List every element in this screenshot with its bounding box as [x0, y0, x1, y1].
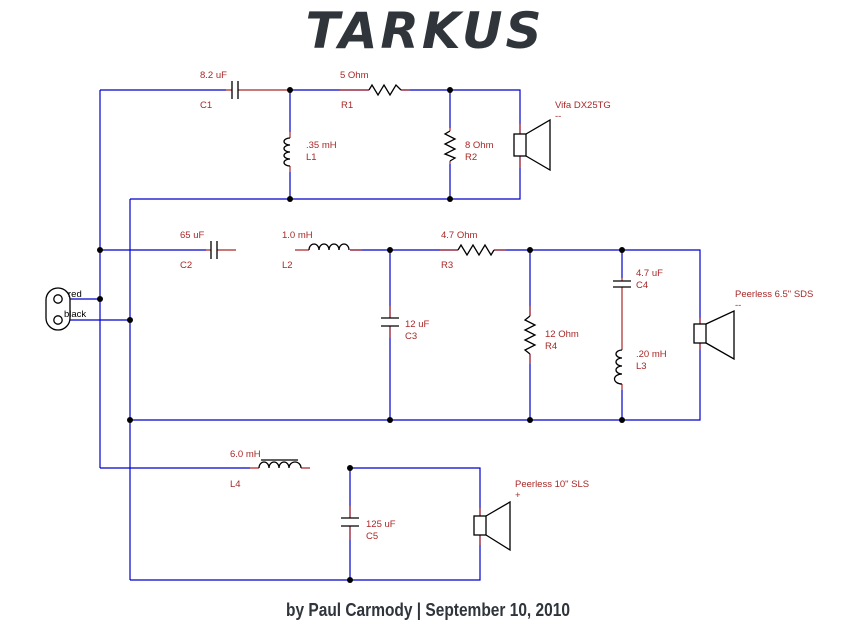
input-terminal-block	[45, 287, 71, 331]
junction	[387, 417, 393, 423]
component-symbols	[45, 81, 735, 552]
c5-symbol	[341, 517, 359, 527]
c3-value: 12 uF	[405, 319, 429, 330]
junction	[347, 577, 353, 583]
wire-tweeter-bottom	[130, 156, 521, 200]
junction	[447, 196, 453, 202]
c4-symbol	[613, 280, 631, 288]
junction	[97, 296, 103, 302]
wire-mid-top-c	[494, 249, 701, 324]
midrange-symbol	[693, 309, 735, 361]
component-leads	[206, 89, 701, 545]
wire-tweeter-top-c	[401, 89, 521, 134]
page-title: TARKUS	[305, 2, 545, 60]
junction	[287, 87, 293, 93]
midrange-name: Peerless 6.5" SDS	[735, 289, 813, 300]
junction	[619, 247, 625, 253]
wires	[70, 89, 701, 581]
woofer-name: Peerless 10" SLS	[515, 479, 589, 490]
l4-symbol	[258, 459, 302, 469]
r2-symbol	[443, 130, 457, 162]
junction	[97, 247, 103, 253]
wire-woofer-top-b	[350, 467, 481, 516]
c3-ref: C3	[405, 331, 417, 342]
author-byline: by Paul Carmody | September 10, 2010	[286, 600, 570, 620]
l1-value: .35 mH	[306, 140, 337, 151]
l4-ref: L4	[230, 479, 241, 490]
r4-value: 12 Ohm	[545, 329, 579, 340]
junction	[287, 196, 293, 202]
l2-ref: L2	[282, 260, 293, 271]
terminal-red-label: red	[68, 289, 82, 300]
junction	[619, 417, 625, 423]
tweeter-symbol	[513, 118, 551, 172]
c4-value: 4.7 uF	[636, 268, 663, 279]
l1-ref: L1	[306, 152, 317, 163]
c1-symbol	[231, 81, 239, 99]
l3-symbol	[613, 349, 623, 385]
junction	[387, 247, 393, 253]
r3-ref: R3	[441, 260, 453, 271]
c5-value: 125 uF	[366, 519, 396, 530]
c5-ref: C5	[366, 531, 378, 542]
r4-symbol	[523, 315, 537, 355]
tweeter-polarity: --	[555, 111, 561, 122]
junction	[127, 317, 133, 323]
wire-woofer-bottom	[130, 535, 481, 581]
r3-value: 4.7 Ohm	[441, 230, 478, 241]
junction	[527, 417, 533, 423]
c2-ref: C2	[180, 260, 192, 271]
junction	[347, 465, 353, 471]
r2-ref: R2	[465, 152, 477, 163]
c2-symbol	[210, 241, 218, 259]
midrange-polarity: --	[735, 300, 741, 311]
c1-ref: C1	[200, 100, 212, 111]
l4-value: 6.0 mH	[230, 449, 261, 460]
junction	[527, 247, 533, 253]
r3-symbol	[457, 243, 495, 257]
c3-symbol	[381, 317, 399, 327]
c1-value: 8.2 uF	[200, 70, 227, 81]
labels: 8.2 uF C1 5 Ohm R1 .35 mH L1 8 Ohm R2 Vi…	[64, 70, 813, 542]
l3-ref: L3	[636, 361, 647, 372]
l3-value: .20 mH	[636, 349, 667, 360]
woofer-symbol	[473, 500, 511, 552]
l1-symbol	[283, 137, 291, 167]
junctions	[97, 87, 625, 583]
junction	[447, 87, 453, 93]
r2-value: 8 Ohm	[465, 140, 494, 151]
r1-ref: R1	[341, 100, 353, 111]
wire-mid-bottom	[130, 343, 701, 421]
c4-ref: C4	[636, 280, 648, 291]
l2-symbol	[308, 243, 350, 251]
tweeter-name: Vifa DX25TG	[555, 100, 611, 111]
r4-ref: R4	[545, 341, 557, 352]
woofer-polarity: +	[515, 490, 521, 501]
c2-value: 65 uF	[180, 230, 204, 241]
r1-value: 5 Ohm	[340, 70, 369, 81]
junction	[127, 417, 133, 423]
l2-value: 1.0 mH	[282, 230, 313, 241]
r1-symbol	[368, 83, 402, 97]
terminal-black-label: black	[64, 309, 86, 320]
